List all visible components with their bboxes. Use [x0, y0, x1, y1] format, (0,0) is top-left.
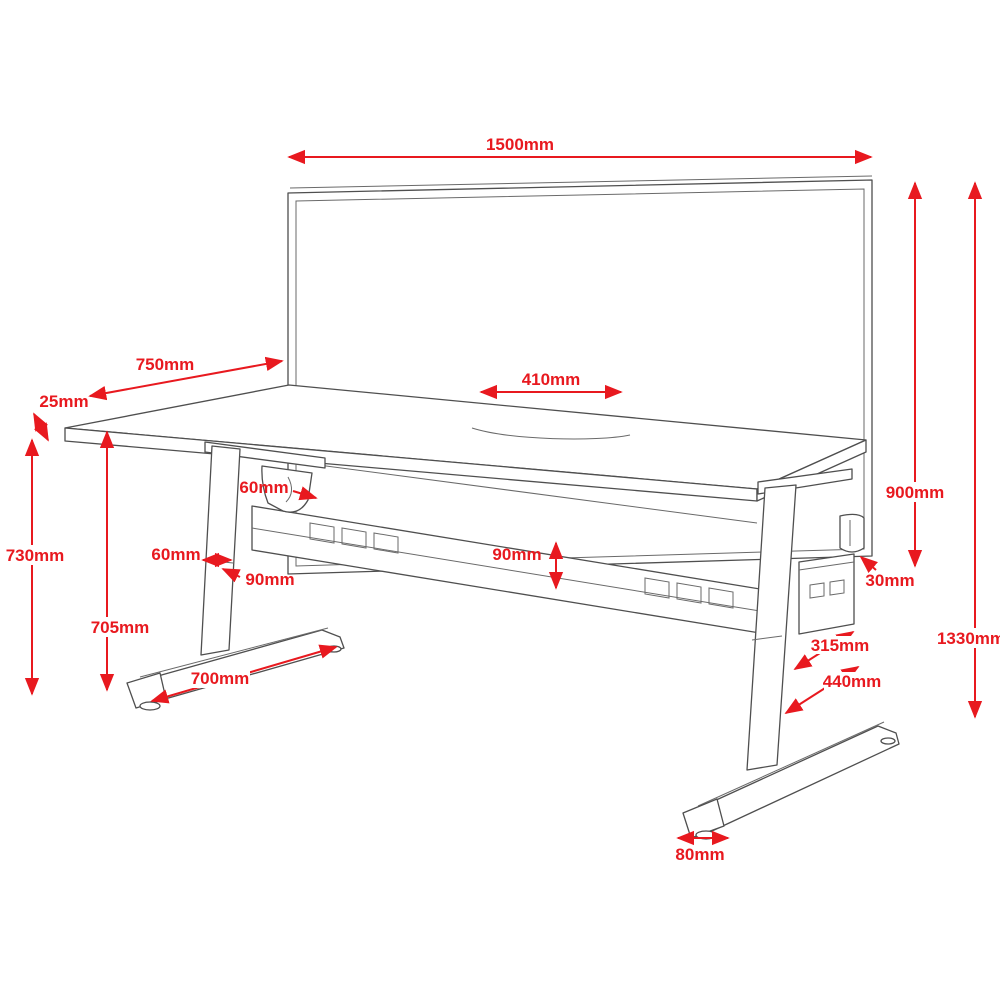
column-width-label: 60mm: [151, 545, 200, 564]
control-box-slot-2: [829, 579, 845, 596]
underside-height-label: 705mm: [91, 618, 150, 637]
privacy-screen-top-edge: [289, 175, 873, 189]
bracket-arrow: [292, 486, 318, 501]
dimension-desk-depth: 750mm: [88, 355, 284, 401]
foot-width-label: 80mm: [675, 845, 724, 864]
right-foot-glide-rear: [880, 737, 896, 745]
cable-tray-vent-slots: [309, 522, 734, 609]
top-thickness-arrow: [33, 412, 49, 442]
desk-height-label-bg: [5, 545, 65, 565]
dimension-rear-offset: 440mm: [784, 666, 882, 714]
desk-line-drawing: [64, 175, 900, 840]
cable-cutout-notch: [471, 427, 631, 440]
dimension-screen-thickness: 30mm: [859, 555, 915, 590]
underside-height-label-bg: [90, 617, 150, 637]
column-depth-arrow: [221, 568, 241, 583]
cable-cutout-label: 410mm: [522, 370, 581, 389]
overall-height-label: 1330mm: [937, 629, 1000, 648]
screen-thickness-arrow: [859, 555, 878, 574]
left-foot-glide-front: [139, 701, 161, 711]
screen-height-label: 900mm: [886, 483, 945, 502]
control-box-slot-1: [809, 582, 825, 599]
right-leg-column: [746, 484, 797, 771]
overall-height-label-bg: [938, 628, 1000, 648]
dimension-overall-height: 1330mm: [937, 181, 1000, 719]
dimension-box-width: 315mm: [793, 631, 870, 670]
dimension-foot-width: 80mm: [675, 830, 730, 864]
dimension-desk-width: 1500mm: [287, 135, 873, 165]
rear-offset-label-bg: [824, 672, 881, 690]
left-leg-gusset-detail: [285, 476, 292, 503]
right-foot-top-edge: [697, 721, 885, 807]
rear-offset-label: 440mm: [823, 672, 882, 691]
box-width-label: 315mm: [811, 636, 870, 655]
desk-underside-edge: [242, 454, 758, 524]
tray-height-label: 90mm: [492, 545, 541, 564]
control-box: [798, 553, 855, 635]
control-box-seam: [798, 561, 855, 571]
dimension-underside-height: 705mm: [90, 430, 150, 692]
desk-height-label: 730mm: [6, 546, 65, 565]
desk-width-label: 1500mm: [486, 135, 554, 154]
top-thickness-label: 25mm: [39, 392, 88, 411]
dimension-column-width: 60mm: [151, 545, 233, 568]
foot-length-label: 700mm: [191, 669, 250, 688]
dimension-desk-height: 730mm: [5, 438, 65, 696]
dimension-screen-height: 900mm: [885, 181, 945, 568]
screen-height-label-bg: [885, 482, 945, 502]
dimension-top-thickness: 25mm: [33, 392, 89, 442]
box-width-label-bg: [812, 636, 869, 654]
column-depth-label: 90mm: [245, 570, 294, 589]
left-leg-column: [200, 445, 241, 656]
dimension-foot-length: 700mm: [150, 644, 338, 704]
right-foot-front-pad: [682, 798, 725, 839]
left-leg-gusset-hook: [261, 465, 313, 513]
right-leg-column-seam: [751, 635, 783, 641]
bracket-label: 60mm: [239, 478, 288, 497]
screen-thickness-label: 30mm: [865, 571, 914, 590]
desk-depth-label: 750mm: [136, 355, 195, 374]
dimension-cable-cutout: 410mm: [479, 370, 623, 400]
desk-depth-arrow: [88, 356, 284, 401]
dimension-bracket: 60mm: [239, 478, 318, 501]
cable-tray-seam: [251, 527, 767, 613]
dimension-column-depth: 90mm: [221, 568, 295, 589]
dimension-tray-height: 90mm: [492, 541, 564, 590]
foot-length-label-bg: [191, 669, 250, 688]
screen-bracket-hook: [839, 513, 865, 553]
